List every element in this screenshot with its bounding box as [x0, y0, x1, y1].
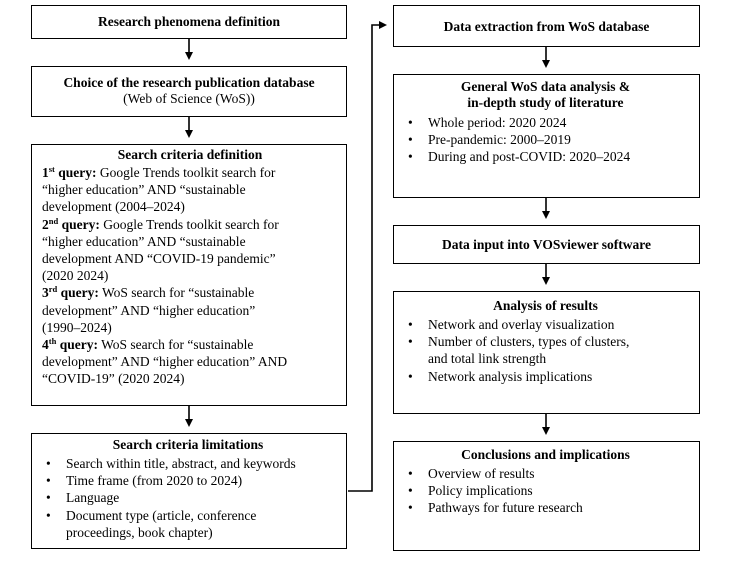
- data-extraction-title: Data extraction from WoS database: [443, 19, 650, 34]
- search-limitations-box: Search criteria limitations Search withi…: [31, 433, 347, 549]
- research-phenomena-box: Research phenomena definition: [31, 5, 347, 39]
- conclusions-list: Overview of results Policy implications …: [400, 465, 691, 517]
- analysis-list: Network and overlay visualization Number…: [400, 316, 691, 385]
- query-3-label: 3rd query:: [42, 284, 99, 301]
- query-4-label: 4th query:: [42, 336, 98, 353]
- query-1: 1st query: Google Trends toolkit search …: [42, 164, 276, 215]
- vosviewer-input-box: Data input into VOSviewer software: [393, 225, 700, 264]
- list-item: Network analysis implications: [400, 368, 691, 385]
- database-choice-subtitle: (Web of Science (WoS)): [123, 91, 255, 106]
- query-2: 2nd query: Google Trends toolkit search …: [42, 215, 279, 284]
- query-3: 3rd query: WoS search for “sustainable d…: [42, 284, 256, 335]
- list-item: Policy implications: [400, 482, 691, 499]
- wos-analysis-title-line2: in-depth study of literature: [467, 95, 624, 110]
- analysis-results-box: Analysis of results Network and overlay …: [393, 291, 700, 414]
- list-item: Pathways for future research: [400, 499, 691, 516]
- periods-list: Whole period: 2020 2024 Pre-pandemic: 20…: [400, 114, 691, 166]
- limitations-list: Search within title, abstract, and keywo…: [38, 455, 338, 541]
- conclusions-title: Conclusions and implications: [461, 447, 630, 462]
- search-limitations-title: Search criteria limitations: [112, 437, 264, 452]
- list-item: Whole period: 2020 2024: [400, 114, 691, 131]
- data-extraction-box: Data extraction from WoS database: [393, 5, 700, 47]
- analysis-results-title: Analysis of results: [493, 298, 598, 313]
- list-item: Overview of results: [400, 465, 691, 482]
- list-item: Search within title, abstract, and keywo…: [38, 455, 338, 472]
- list-item: Pre-pandemic: 2000–2019: [400, 131, 691, 148]
- list-item: Network and overlay visualization: [400, 316, 691, 333]
- database-choice-title: Choice of the research publication datab…: [63, 75, 315, 90]
- vosviewer-input-title: Data input into VOSviewer software: [442, 237, 651, 252]
- query-4: 4th query: WoS search for “sustainable d…: [42, 336, 288, 387]
- research-phenomena-title: Research phenomena definition: [97, 14, 280, 29]
- list-item: Number of clusters, types of clusters,an…: [400, 333, 691, 367]
- wos-analysis-title-line1: General WoS data analysis &: [460, 79, 631, 94]
- arrow-step4-to-step5: [348, 21, 387, 492]
- list-item: Time frame (from 2020 to 2024): [38, 472, 338, 489]
- list-item: Document type (article, conferenceprocee…: [38, 507, 338, 541]
- conclusions-box: Conclusions and implications Overview of…: [393, 441, 700, 551]
- wos-analysis-box: General WoS data analysis & in-depth stu…: [393, 74, 700, 198]
- query-1-label: 1st query:: [42, 164, 97, 180]
- list-item: Language: [38, 489, 338, 506]
- database-choice-box: Choice of the research publication datab…: [31, 66, 347, 117]
- query-2-label: 2nd query:: [42, 215, 100, 232]
- list-item: During and post-COVID: 2020–2024: [400, 148, 691, 165]
- search-criteria-box: Search criteria definition 1st query: Go…: [31, 144, 347, 406]
- search-criteria-title: Search criteria definition: [117, 147, 263, 162]
